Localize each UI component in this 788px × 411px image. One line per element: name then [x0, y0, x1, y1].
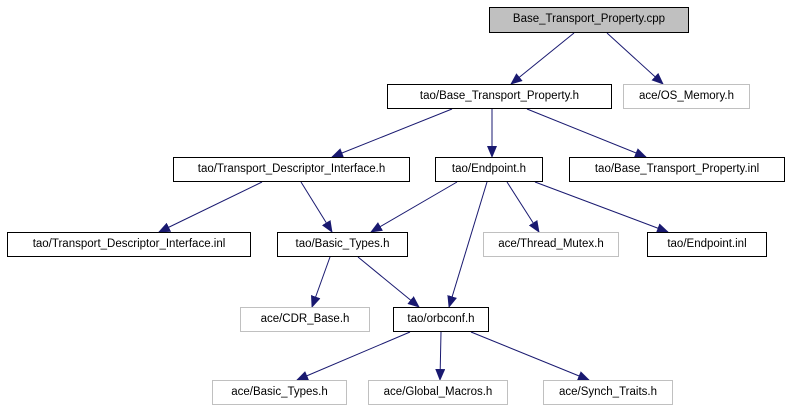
node-tao-basic-types-h[interactable]: tao/Basic_Types.h [277, 232, 408, 257]
node-tao-endpoint-h[interactable]: tao/Endpoint.h [435, 157, 543, 182]
edge-tao-base-transport-property-h--tao-transport-descriptor-interface-h [331, 108, 453, 158]
node-tao-transport-descriptor-interface-inl[interactable]: tao/Transport_Descriptor_Interface.inl [7, 232, 251, 257]
edge-tao-endpoint-h--tao-endpoint-inl [534, 181, 669, 233]
node-tao-transport-descriptor-interface-h[interactable]: tao/Transport_Descriptor_Interface.h [173, 157, 410, 182]
edge-tao-basic-types-h--tao-orbconf-h [357, 256, 420, 308]
node-ace-cdr-base-h: ace/CDR_Base.h [240, 307, 370, 332]
edge-tao-endpoint-h--tao-orbconf-h [447, 181, 488, 308]
edge-tao-orbconf-h--ace-basic-types-h [296, 331, 411, 381]
edge-tao-endpoint-h--tao-basic-types-h [370, 181, 458, 233]
edge-tao-endpoint-h--ace-thread-mutex-h [506, 181, 540, 233]
node-ace-thread-mutex-h: ace/Thread_Mutex.h [483, 232, 619, 257]
edge-base-transport-property-cpp--ace-os-memory-h [606, 32, 664, 85]
edge-base-transport-property-cpp--tao-base-transport-property-h [510, 32, 575, 85]
node-ace-basic-types-h: ace/Basic_Types.h [212, 380, 347, 405]
edge-tao-transport-descriptor-interface-h--tao-basic-types-h [300, 181, 333, 233]
edge-tao-basic-types-h--ace-cdr-base-h [311, 256, 331, 308]
edge-tao-base-transport-property-h--tao-base-transport-property-inl [526, 108, 647, 158]
node-tao-base-transport-property-h[interactable]: tao/Base_Transport_Property.h [387, 84, 612, 109]
edge-tao-orbconf-h--ace-synch-traits-h [470, 331, 590, 381]
node-tao-endpoint-inl[interactable]: tao/Endpoint.inl [647, 232, 767, 257]
node-ace-os-memory-h: ace/OS_Memory.h [623, 84, 750, 109]
node-tao-orbconf-h[interactable]: tao/orbconf.h [393, 307, 489, 332]
node-base-transport-property-cpp: Base_Transport_Property.cpp [489, 7, 689, 33]
edge-tao-orbconf-h--ace-global-macros-h [435, 331, 446, 381]
node-ace-synch-traits-h: ace/Synch_Traits.h [543, 380, 673, 405]
edge-tao-transport-descriptor-interface-h--tao-transport-descriptor-interface-inl [158, 181, 263, 233]
node-tao-base-transport-property-inl[interactable]: tao/Base_Transport_Property.inl [569, 157, 785, 182]
node-ace-global-macros-h: ace/Global_Macros.h [368, 380, 508, 405]
